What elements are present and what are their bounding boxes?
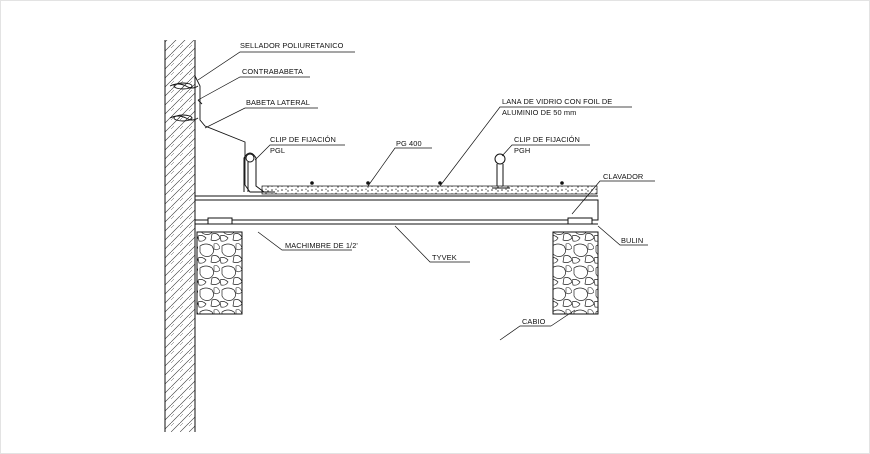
label-clip-pgh-title: CLIP DE FIJACIÓN	[514, 135, 580, 144]
clip-pgh-shape	[492, 153, 510, 189]
masonry-wall	[164, 40, 196, 432]
tongue-groove-board	[194, 199, 599, 225]
label-machimbre: MACHIMBRE DE 1/2'	[285, 241, 358, 250]
label-lana-line2: ALUMINIO DE 50 mm	[502, 108, 576, 117]
label-clavador: CLAVADOR	[603, 172, 643, 181]
label-babeta: BABETA LATERAL	[246, 98, 310, 107]
label-tyvek: TYVEK	[432, 253, 457, 262]
leader-lines	[197, 51, 655, 341]
rafter-right	[552, 231, 599, 315]
flashing-details	[169, 75, 275, 193]
label-contrababeta: CONTRABABETA	[242, 67, 303, 76]
label-bulin: BULIN	[621, 236, 643, 245]
label-pg400: PG 400	[396, 139, 422, 148]
clip-pgl-shape	[243, 152, 265, 193]
insulation-layer	[195, 181, 598, 197]
label-clip-pgh-code: PGH	[514, 146, 530, 155]
label-clip-pgl-title: CLIP DE FIJACIÓN	[270, 135, 336, 144]
label-clip-pgl-code: PGL	[270, 146, 285, 155]
callout-labels: SELLADOR POLIURETANICO CONTRABABETA BABE…	[240, 41, 643, 326]
rafter-left	[196, 231, 243, 315]
label-lana-line1: LANA DE VIDRIO CON FOIL DE	[502, 97, 612, 106]
label-sellador: SELLADOR POLIURETANICO	[240, 41, 344, 50]
label-cabio: CABIO	[522, 317, 546, 326]
